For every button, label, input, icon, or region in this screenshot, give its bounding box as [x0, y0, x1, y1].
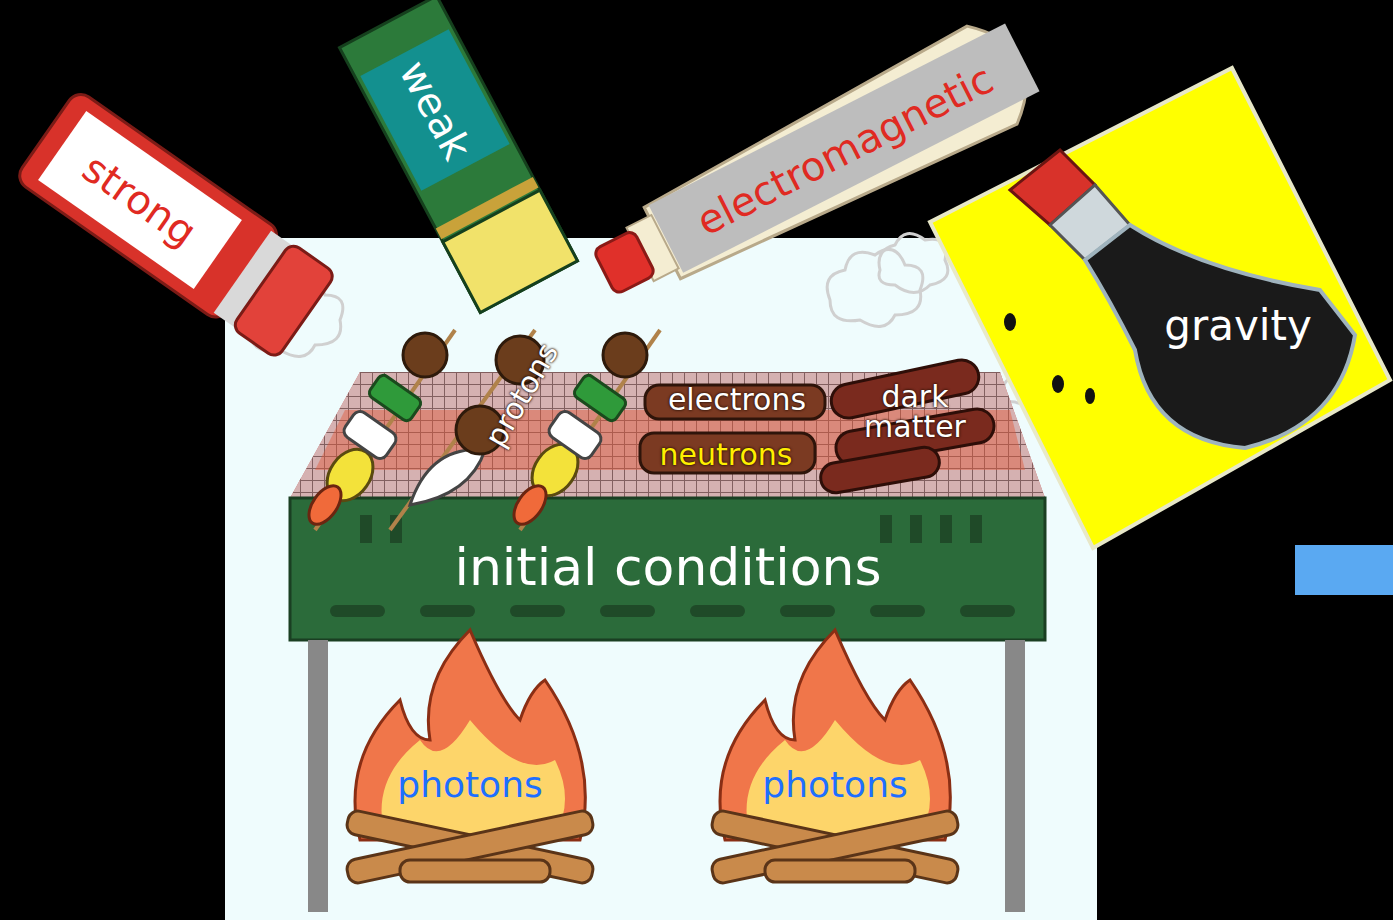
grill-leg — [1005, 640, 1025, 912]
grill-grate — [290, 372, 1045, 498]
grill-leg — [308, 640, 328, 912]
grill-body — [290, 498, 1045, 640]
node-text: initial conditions — [454, 540, 881, 595]
arrow-stub — [1295, 545, 1393, 595]
node-text: photons — [762, 766, 907, 804]
logs — [345, 809, 960, 884]
grill-glow — [290, 372, 1045, 498]
node-text: gravity — [1164, 304, 1312, 348]
strong-shaker — [14, 89, 338, 362]
weak-box — [339, 0, 577, 312]
grill-slots — [330, 515, 1015, 617]
food-label: neutrons — [660, 440, 793, 470]
grill-body: initial conditions — [448, 536, 887, 599]
fire-label: photons — [756, 762, 913, 808]
soy-bottle — [1004, 150, 1355, 448]
food-label: electrons — [668, 385, 806, 415]
meat — [640, 357, 997, 495]
label-text: neutrons — [660, 437, 793, 472]
food-label: dark matter — [855, 382, 975, 442]
bottle-label: gravity — [1158, 300, 1318, 352]
skewers — [303, 330, 660, 530]
label-text: electrons — [668, 382, 806, 417]
label-text: dark matter — [864, 379, 966, 444]
node-text: photons — [397, 766, 542, 804]
panel — [225, 238, 1097, 920]
fire — [355, 630, 950, 840]
fire-label: photons — [391, 762, 548, 808]
